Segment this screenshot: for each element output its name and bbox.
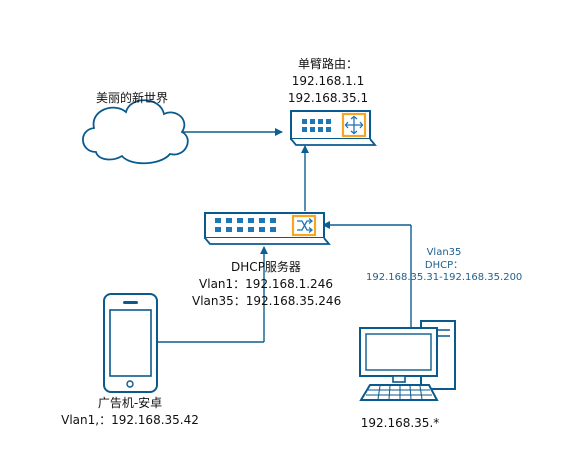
switch-vlan35: Vlan35：192.168.35.246 (192, 294, 342, 308)
connections (157, 128, 412, 343)
switch-label: DHCP服务器 Vlan1：192.168.1.246 Vlan35：192.1… (192, 259, 342, 310)
cloud-icon (82, 99, 189, 165)
router-ip-2: 192.168.35.1 (287, 91, 369, 105)
phone-label: 广告机-安卓 Vlan1,：192.168.35.42 (60, 395, 200, 429)
computer-icon (359, 320, 456, 401)
router-ip-1: 192.168.1.1 (291, 74, 365, 88)
router-title: 单臂路由： (297, 57, 358, 71)
phone-name: 广告机-安卓 (97, 396, 163, 410)
router-label: 单臂路由： 192.168.1.1 192.168.35.1 (278, 56, 378, 107)
router-icon (290, 110, 377, 146)
link-range: 192.168.35.31-192.168.35.200 (366, 272, 523, 283)
switch-icon (204, 212, 331, 245)
link-vlan: Vlan35 (426, 247, 462, 258)
link-dhcp: DHCP： (424, 259, 464, 271)
phone-icon (103, 293, 158, 393)
cloud-label: 美丽的新世界 (95, 91, 168, 105)
switch-vlan1: Vlan1：192.168.1.246 (199, 277, 333, 291)
switch-title: DHCP服务器 (231, 260, 301, 274)
pc-ip: 192.168.35.* (360, 416, 440, 430)
link-label: Vlan35 DHCP： 192.168.35.31-192.168.35.20… (366, 247, 522, 285)
phone-ip: Vlan1,：192.168.35.42 (61, 413, 199, 427)
